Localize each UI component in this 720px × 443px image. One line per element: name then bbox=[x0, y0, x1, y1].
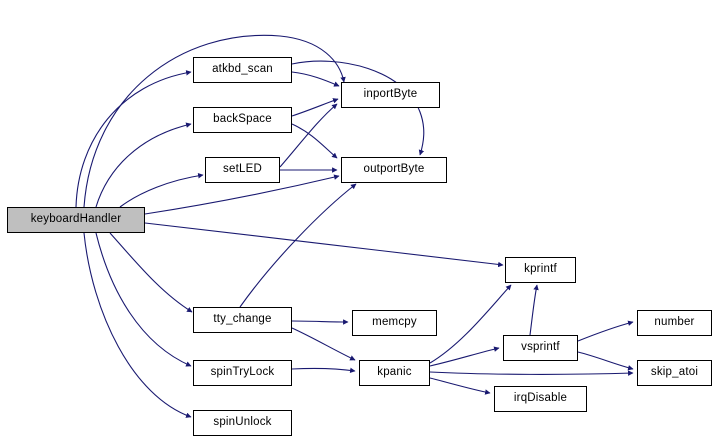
node-atkbd_scan[interactable]: atkbd_scan bbox=[193, 57, 292, 83]
edge-keyboardHandler-backSpace bbox=[95, 122, 192, 208]
edge-backSpace-inportByte bbox=[291, 98, 339, 117]
edge-keyboardHandler-spinUnlock bbox=[83, 232, 192, 418]
edge-vsprintf-number bbox=[577, 320, 634, 342]
node-keyboardHandler[interactable]: keyboardHandler bbox=[7, 207, 145, 233]
node-kpanic[interactable]: kpanic bbox=[359, 360, 430, 386]
edge-kpanic-irqDisable bbox=[429, 377, 491, 395]
edge-tty_change-kpanic bbox=[291, 327, 356, 361]
node-backSpace[interactable]: backSpace bbox=[193, 107, 292, 133]
node-irqDisable[interactable]: irqDisable bbox=[494, 386, 587, 412]
edge-keyboardHandler-outportByte bbox=[144, 174, 340, 215]
edge-backSpace-outportByte bbox=[291, 123, 338, 159]
edge-kpanic-vsprintf bbox=[429, 346, 500, 367]
edge-keyboardHandler-kprintf bbox=[144, 222, 504, 268]
edge-keyboardHandler-setLED bbox=[119, 173, 204, 208]
edge-vsprintf-skip_atoi bbox=[577, 351, 634, 371]
edge-tty_change-outportByte bbox=[239, 183, 357, 308]
edge-kpanic-skip_atoi bbox=[429, 370, 634, 376]
edge-kpanic-kprintf bbox=[429, 284, 512, 364]
node-inportByte[interactable]: inportByte bbox=[341, 82, 440, 108]
edge-tty_change-memcpy bbox=[291, 319, 349, 325]
edge-setLED-inportByte bbox=[279, 103, 338, 168]
node-tty_change[interactable]: tty_change bbox=[193, 307, 292, 333]
node-spinTryLock[interactable]: spinTryLock bbox=[193, 360, 292, 386]
node-vsprintf[interactable]: vsprintf bbox=[503, 335, 578, 361]
node-memcpy[interactable]: memcpy bbox=[352, 310, 437, 336]
edge-keyboardHandler-spinTryLock bbox=[95, 232, 192, 367]
node-outportByte[interactable]: outportByte bbox=[341, 157, 447, 183]
node-setLED[interactable]: setLED bbox=[205, 157, 280, 183]
node-number[interactable]: number bbox=[637, 310, 712, 336]
edge-spinTryLock-kpanic bbox=[291, 367, 356, 374]
edge-atkbd_scan-outportByte bbox=[291, 60, 425, 156]
node-kprintf[interactable]: kprintf bbox=[505, 257, 576, 283]
node-skip_atoi[interactable]: skip_atoi bbox=[637, 360, 712, 386]
edge-keyboardHandler-atkbd_scan bbox=[75, 70, 192, 208]
node-spinUnlock[interactable]: spinUnlock bbox=[193, 410, 292, 436]
edge-atkbd_scan-inportByte bbox=[291, 71, 340, 87]
edge-keyboardHandler-tty_change bbox=[109, 232, 193, 313]
edge-keyboardHandler-inportByte bbox=[83, 34, 346, 208]
edge-vsprintf-kprintf bbox=[529, 284, 539, 336]
